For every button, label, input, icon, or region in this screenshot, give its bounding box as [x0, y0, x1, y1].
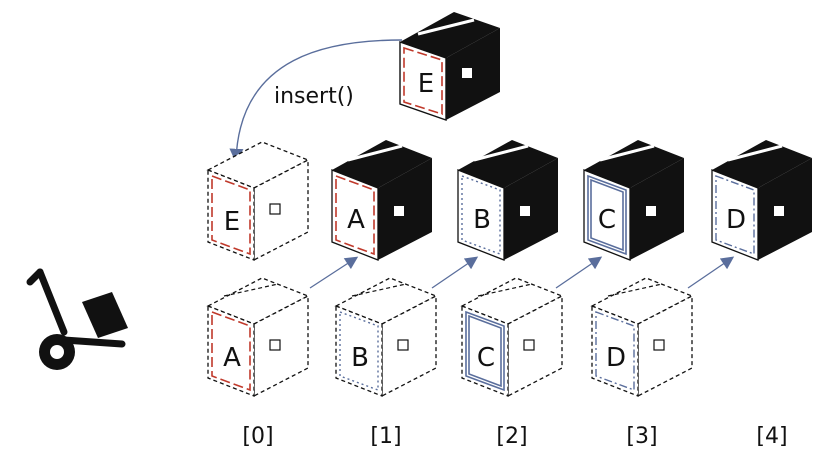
top-box-2-letter: B: [473, 205, 491, 235]
shift-arrow-3: [687, 256, 735, 289]
shift-arrow-2: [555, 256, 603, 289]
bottom-box-3: D: [590, 277, 694, 398]
bottom-box-0-letter: A: [223, 343, 241, 373]
index-label-0: [0]: [242, 424, 274, 449]
bottom-box-1-letter: B: [351, 343, 369, 373]
hand-truck-icon: [26, 268, 128, 370]
index-label-3: [3]: [626, 424, 658, 449]
top-box-3: C: [583, 140, 684, 261]
index-label-1: [1]: [370, 424, 402, 449]
top-box-1: A: [331, 140, 432, 261]
bottom-box-3-letter: D: [606, 343, 626, 373]
index-label-4: [4]: [756, 424, 788, 449]
insert-operation-label: insert(): [274, 84, 354, 109]
shift-arrow-1: [431, 256, 479, 289]
inserted-box-e: E: [399, 12, 500, 121]
bottom-box-1: B: [334, 277, 438, 398]
insert-arrow: [229, 39, 403, 163]
top-box-1-letter: A: [347, 205, 365, 235]
index-label-2: [2]: [496, 424, 528, 449]
top-box-2: B: [457, 140, 558, 261]
top-box-3-letter: C: [598, 205, 616, 235]
inserted-box-e-letter: E: [418, 69, 434, 99]
bottom-box-0: A: [206, 277, 310, 398]
bottom-box-2: C: [460, 277, 564, 398]
bottom-box-2-letter: C: [477, 343, 495, 373]
top-box-0: E: [206, 141, 310, 262]
top-box-0-letter: E: [224, 207, 240, 237]
top-box-4-letter: D: [726, 205, 746, 235]
shift-arrow-0: [309, 256, 359, 289]
top-box-4: D: [711, 140, 812, 261]
